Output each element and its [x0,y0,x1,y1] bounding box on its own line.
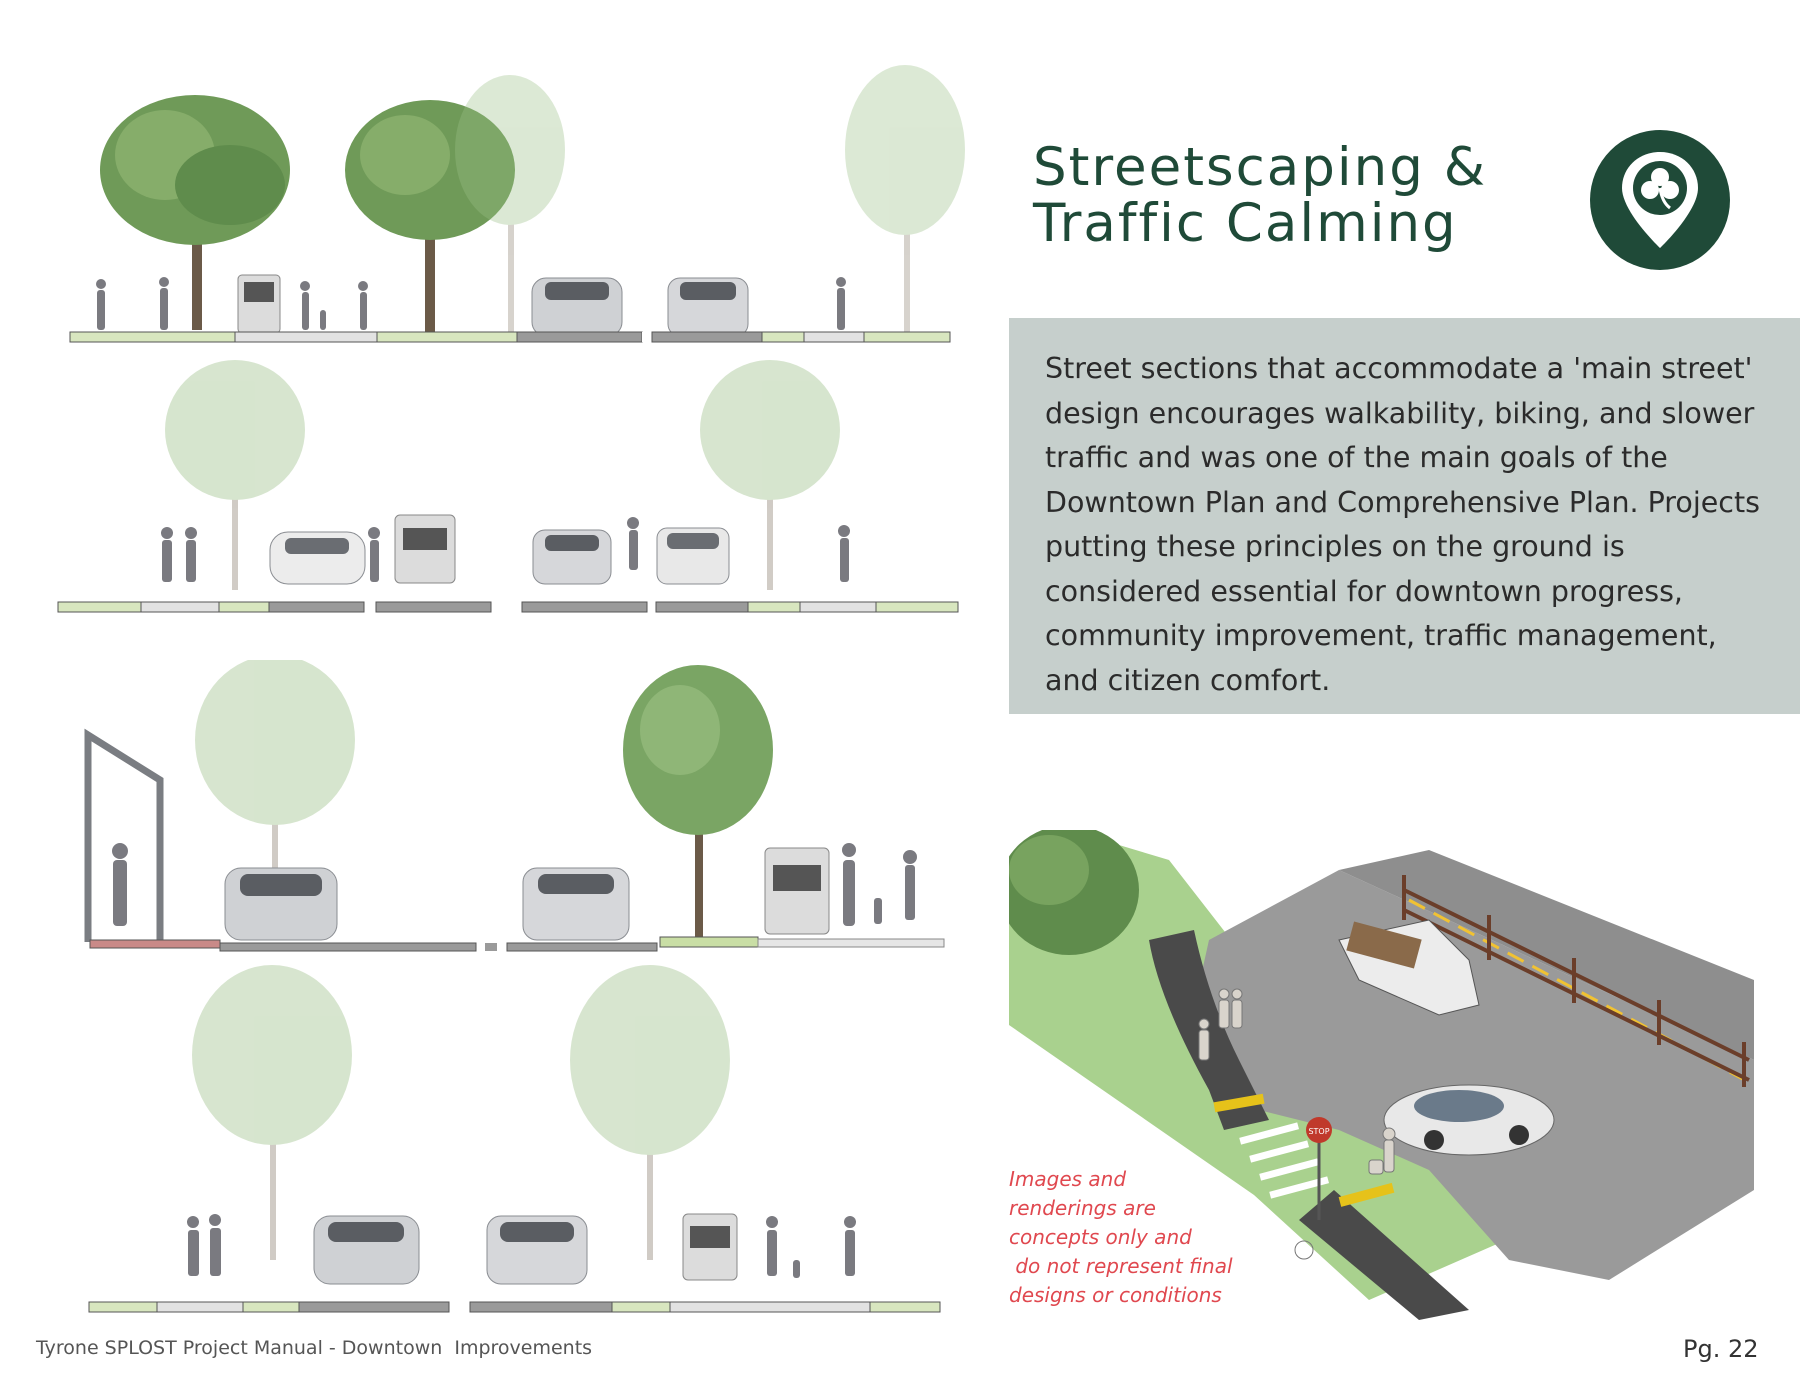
car [1383,1084,1555,1156]
tree-faded [195,660,355,940]
caption-line: designs or conditions [1009,1283,1222,1307]
tree-faded [455,75,565,340]
title-line-1: Streetscaping & [1033,137,1488,198]
logo [1590,130,1730,270]
title-line-2: Traffic Calming [1033,193,1458,254]
tree-faded [845,65,965,340]
ground-strip [69,331,951,343]
crosswalk [1239,1122,1330,1199]
disclaimer-caption: Images and renderings are concepts only … [1009,1165,1239,1310]
golf-cart [237,274,281,334]
caption-line: do not represent final [1009,1254,1233,1278]
intersection-rendering: STOP [1009,830,1754,1320]
street-section-4 [88,965,941,1313]
people [1198,988,1396,1260]
golf-cart [394,514,456,584]
ground-strip [57,601,959,613]
gateway-arch [84,728,164,942]
pedestrians [161,517,850,582]
car [667,277,749,337]
street-section-1 [69,65,965,343]
ground-strip [88,1301,941,1313]
car [269,531,366,585]
ground-strip [89,936,945,952]
description-text: Street sections that accommodate a 'main… [1045,352,1760,697]
caption-line: renderings are [1009,1196,1156,1220]
car [224,867,338,941]
car [531,277,623,337]
footer-text: Tyrone SPLOST Project Manual - Downtown … [36,1337,593,1359]
golf-cart [764,847,830,935]
tree-faded [570,965,730,1260]
street-section-3 [84,660,945,952]
caption-line: Images and [1009,1167,1127,1191]
page-number: Pg. 22 [1683,1335,1759,1363]
page-title: Streetscaping & Traffic Calming [1033,140,1533,252]
car [313,1215,420,1285]
tree-faded [700,360,840,590]
tree [100,95,290,330]
car [522,867,630,941]
car [486,1215,588,1285]
golf-cart [682,1213,738,1281]
car [656,527,730,585]
tree [1009,830,1139,955]
truck [1338,919,1480,1016]
tree [623,665,773,940]
tree [345,100,515,335]
pedestrians [112,843,917,926]
stop-sign-label: STOP [1308,1127,1329,1136]
street-section-2 [57,360,959,613]
fence [1402,875,1750,1087]
description-box [1009,318,1800,714]
pedestrians [96,277,846,330]
shamrock-icon [1641,168,1679,210]
tree-faded [192,965,352,1260]
tree-faded [165,360,305,590]
stop-sign: STOP [1306,1117,1332,1220]
car [532,529,612,585]
pedestrians [187,1214,856,1278]
caption-line: concepts only and [1009,1225,1192,1249]
